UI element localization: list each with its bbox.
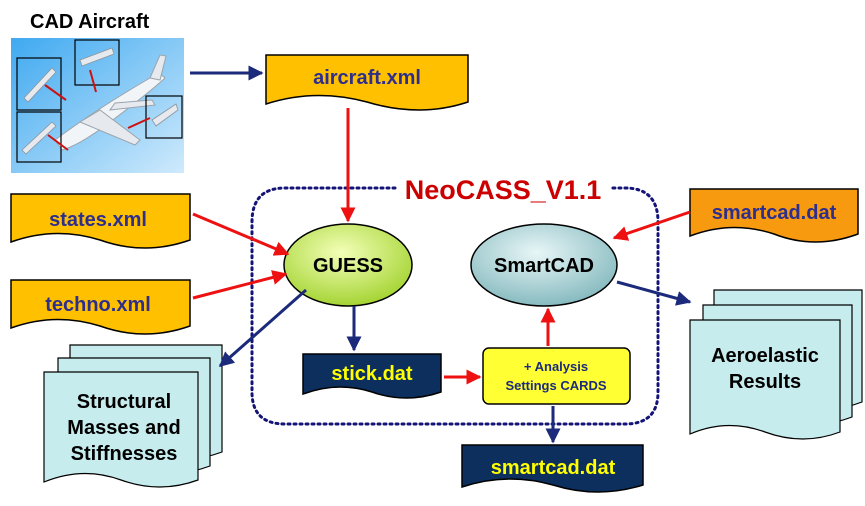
arrow-states-to-guess <box>192 212 290 256</box>
analysis-settings-cards: + Analysis Settings CARDS <box>482 347 631 405</box>
smartcad-input-file: smartcad.dat <box>689 188 859 243</box>
arrow-smartcad-input-to-smartcad <box>612 210 691 241</box>
aircraft-image <box>11 38 184 173</box>
smartcad-input-label: smartcad.dat <box>712 202 837 224</box>
states-xml-label: states.xml <box>49 209 147 231</box>
arrow-smartcad-to-aeroelastic <box>616 280 692 306</box>
neocass-boundary <box>250 186 660 426</box>
arrow-guess-to-structural <box>218 288 307 368</box>
stick-dat-label: stick.dat <box>331 363 412 385</box>
guess-label: GUESS <box>313 255 383 277</box>
neocass-title: NeoCASS_V1.1 <box>405 175 602 205</box>
aeroelastic-results-docs: Aeroelastic Results <box>689 289 863 440</box>
analysis-line-1: + Analysis <box>524 359 588 374</box>
aeroelastic-line-1: Aeroelastic <box>711 345 819 367</box>
techno-xml-file: techno.xml <box>10 279 191 335</box>
smartcad-output-label: smartcad.dat <box>491 457 616 479</box>
structural-line-1: Structural <box>77 391 171 413</box>
structural-results-docs: Structural Masses and Stiffnesses <box>43 344 223 488</box>
structural-line-2: Masses and <box>67 417 180 439</box>
cad-aircraft-caption: CAD Aircraft <box>30 11 150 33</box>
analysis-line-2: Settings CARDS <box>505 378 606 393</box>
structural-line-3: Stiffnesses <box>71 443 178 465</box>
smartcad-module: SmartCAD <box>470 223 618 307</box>
states-xml-file: states.xml <box>10 193 191 249</box>
guess-module: GUESS <box>283 223 413 307</box>
aircraft-xml-label: aircraft.xml <box>313 67 421 89</box>
aircraft-xml-file: aircraft.xml <box>265 54 469 111</box>
arrow-techno-to-guess <box>192 270 288 300</box>
techno-xml-label: techno.xml <box>45 294 151 316</box>
aeroelastic-line-2: Results <box>729 371 801 393</box>
stick-dat-file: stick.dat <box>302 353 442 399</box>
smartcad-output-file: smartcad.dat <box>461 444 644 493</box>
smartcad-label: SmartCAD <box>494 255 594 277</box>
